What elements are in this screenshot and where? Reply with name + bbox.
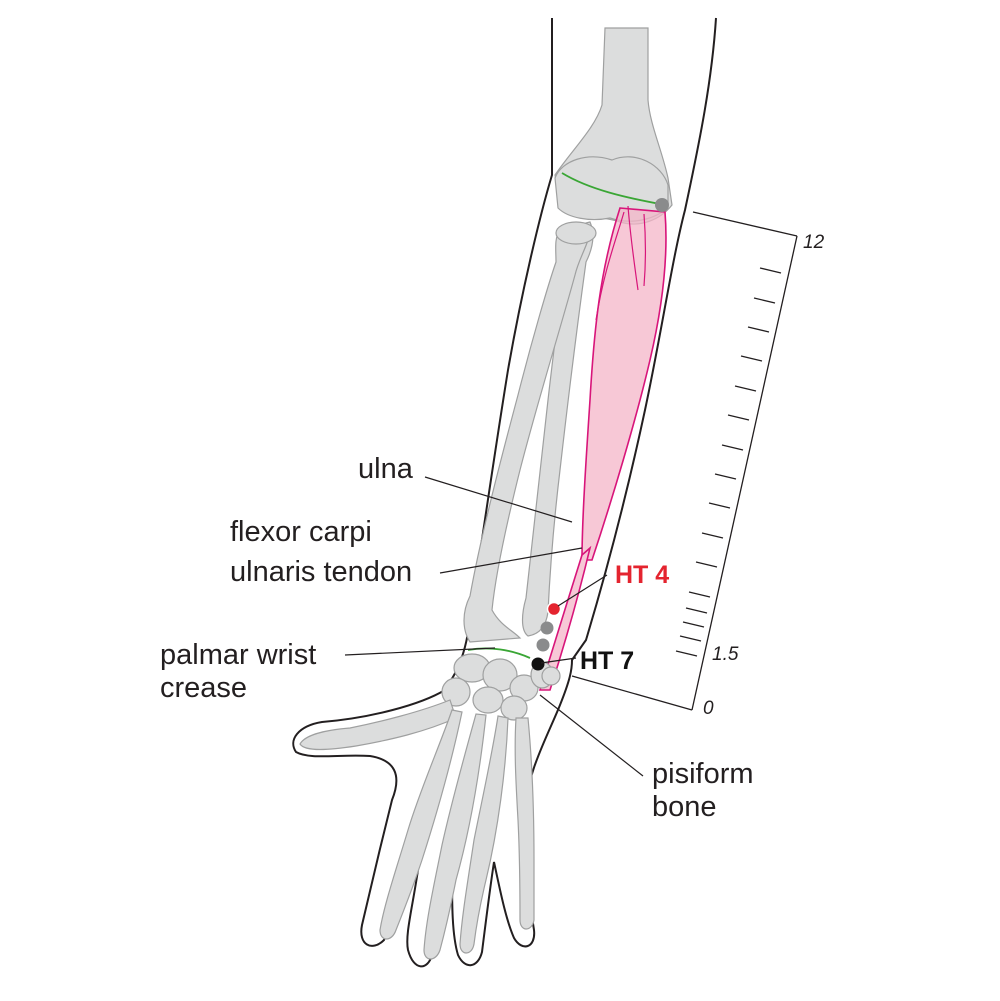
leader-lines (344, 476, 644, 777)
pisiform-label-line1: pisiform (652, 758, 754, 790)
scale-label-bottom: 0 (703, 698, 714, 719)
finger-bones (379, 709, 535, 960)
scale-label-mid: 1.5 (712, 644, 739, 665)
elbow-condyles (554, 156, 669, 222)
ulna-label: ulna (358, 453, 414, 485)
carpal-bones (441, 653, 554, 721)
scale-label-top: 12 (803, 232, 825, 253)
pisiform-label-line2: bone (652, 791, 717, 823)
radial-head (555, 221, 597, 245)
ht7-label: HT 7 (580, 647, 634, 675)
elbow-landmark-dot (655, 198, 669, 212)
ht4-label: HT 4 (615, 561, 669, 589)
radius-bone (463, 225, 589, 643)
elbow-crease (561, 172, 661, 205)
ht7-point[interactable] (531, 657, 545, 671)
ht4-point[interactable] (546, 601, 562, 617)
wrist-crease-label-line1: palmar wrist (160, 639, 316, 671)
pisiform (541, 666, 561, 686)
landmark-dot-1 (540, 621, 554, 635)
fcu-label-line1: flexor carpi (230, 516, 372, 548)
landmark-dot-2 (536, 638, 550, 652)
fcu-muscle (581, 207, 667, 561)
fcu-inner-lines (595, 205, 647, 321)
fcu-label-line2: ulnaris tendon (230, 556, 412, 588)
fcu-tendon (538, 545, 592, 691)
wrist-crease-label-line2: crease (160, 672, 247, 704)
measurement-scale (571, 211, 798, 711)
thumb-bones (299, 699, 457, 751)
